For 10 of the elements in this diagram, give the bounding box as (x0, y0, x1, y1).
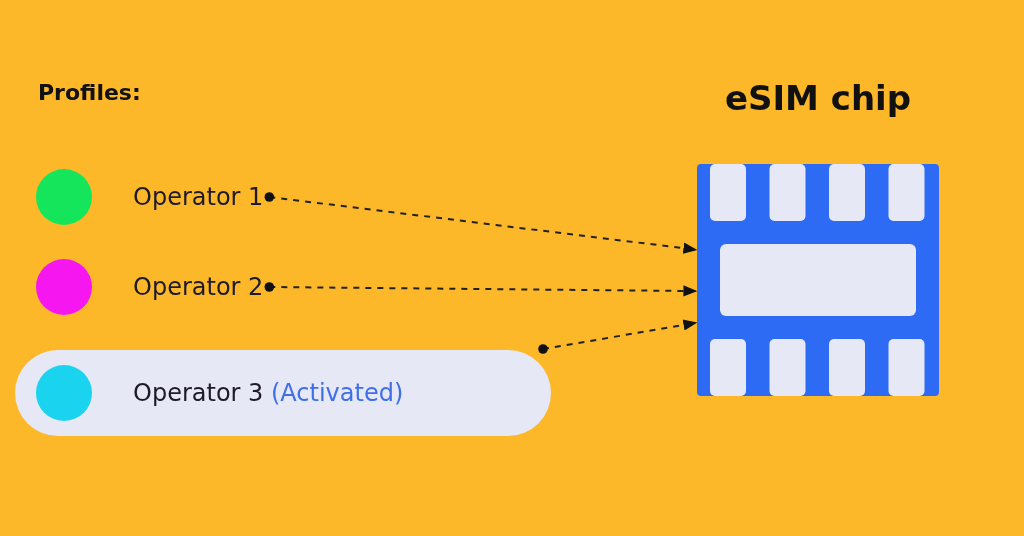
dashed-arrow (538, 319, 698, 354)
profile-row (35, 258, 264, 316)
operator-name: Operator 2 (133, 272, 264, 302)
profile-row (35, 168, 264, 226)
operator-name: Operator 3 (Activated) (133, 378, 404, 408)
section-heading: Profiles: (38, 80, 141, 105)
dashed-arrow (264, 282, 698, 297)
chip-heading: eSIM chip (723, 78, 913, 118)
dashed-arrow (264, 192, 698, 254)
operator-name: Operator 1 (133, 182, 264, 212)
